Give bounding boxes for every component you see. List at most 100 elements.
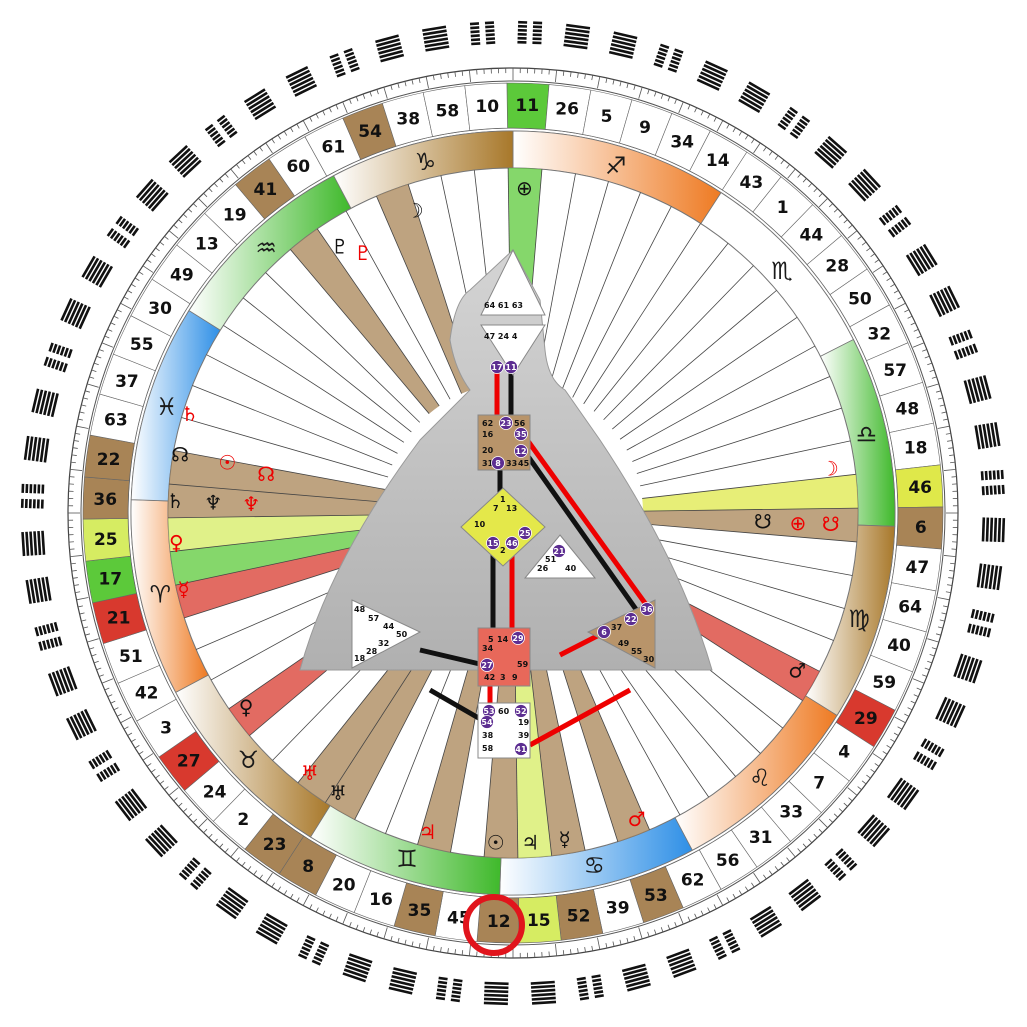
tick-mark [454,949,456,955]
hexagram-ring [20,20,1006,1006]
gate-cell-10[interactable] [464,82,508,131]
hexagram-icon [696,60,728,91]
gate-label-47: 47 [906,558,930,578]
tick-mark [120,716,132,724]
tick-mark [726,897,730,903]
tick-mark [355,96,359,102]
tick-mark [797,173,802,178]
tick-mark [857,786,862,790]
gate-label-49: 49 [170,266,194,286]
zodiac-sign-icon: ♏ [771,257,793,285]
tick-mark [70,461,76,464]
tick-mark [168,787,179,796]
tick-mark [198,198,208,208]
hexagram-icon [878,204,912,238]
tick-mark [894,302,906,310]
planet-symbols: ⊕☽♇♇♄☊☉☊♄♆♆♀☿☽☋⊕☋♂♂☿♃☉♃♅♅♀ [166,176,839,854]
tick-mark [277,134,281,140]
tick-mark [219,843,224,848]
tick-mark [857,236,862,240]
planet-icon: ♃ [521,831,539,855]
planet-icon: ♇ [354,241,372,265]
tick-mark [369,91,372,97]
gate-label-50: 50 [848,289,872,309]
tick-mark [83,626,89,629]
head-center: 64 61 63 [480,248,546,316]
tick-mark [872,753,884,761]
hexagram-icon [857,814,891,848]
tick-mark [253,870,258,875]
tick-mark [230,168,239,179]
tick-mark [271,882,275,888]
tick-mark [81,404,87,407]
hexagram-icon [563,23,591,50]
tick-mark [768,870,773,875]
tick-mark [713,904,717,910]
tick-mark [912,678,925,684]
svg-text:26: 26 [537,564,549,573]
gate-label-8: 8 [302,857,314,877]
zodiac-sign-icon: ♐ [605,152,627,180]
tick-mark [79,411,85,414]
tick-mark [935,390,942,393]
spoke-line [593,242,729,412]
tick-mark [355,924,359,930]
tick-mark [847,230,858,239]
tick-mark [142,265,154,273]
hexagram-icon [31,388,59,418]
tick-mark [738,890,743,895]
tick-mark [70,468,83,471]
gate-label-55: 55 [130,335,154,355]
spoke-line [316,228,440,407]
tick-mark [808,183,813,188]
tick-mark [342,101,348,114]
tick-mark [927,660,933,664]
tick-mark [833,208,839,213]
spoke-line [527,642,553,856]
svg-text:9: 9 [512,673,518,682]
tick-mark [213,838,218,843]
tick-mark [98,349,104,352]
tick-mark [168,230,179,239]
hexagram-icon [178,857,212,891]
spoke-line [548,181,609,389]
tick-mark [283,890,288,895]
tick-mark [418,942,421,949]
tick-mark [893,290,899,294]
svg-text:58: 58 [482,744,494,753]
activation-wedge-52 [527,640,586,856]
svg-text:10: 10 [474,520,486,529]
tick-mark [271,138,275,144]
planet-icon: ☿ [178,577,190,601]
svg-text:44: 44 [383,622,395,631]
activation-wedge-53 [552,632,650,842]
spoke-line [206,354,398,454]
tick-mark [687,916,691,922]
tick-mark [362,927,366,933]
svg-text:16: 16 [482,430,494,439]
tick-mark [70,555,83,558]
gate-label-14: 14 [706,151,730,171]
tick-mark [224,848,229,853]
gate-label-48: 48 [895,399,919,419]
activation-wedge-54 [376,184,474,394]
tick-mark [151,253,156,258]
tick-mark [818,818,828,828]
hexagram-icon [20,483,45,509]
tick-mark [432,75,435,81]
tick-mark [98,674,104,677]
tick-mark [924,355,930,359]
tick-mark [447,72,449,78]
tick-mark [945,591,951,594]
tick-mark [73,440,79,442]
activation-wedge-21 [175,540,390,618]
hexagram-icon [576,974,604,1001]
tick-mark [843,802,848,807]
tick-mark [828,818,834,823]
tick-mark [173,224,178,229]
tick-mark [76,597,89,601]
svg-text:60: 60 [498,707,510,716]
zodiac-sign-icon: ♓ [156,393,178,421]
gate-label-36: 36 [93,490,117,510]
